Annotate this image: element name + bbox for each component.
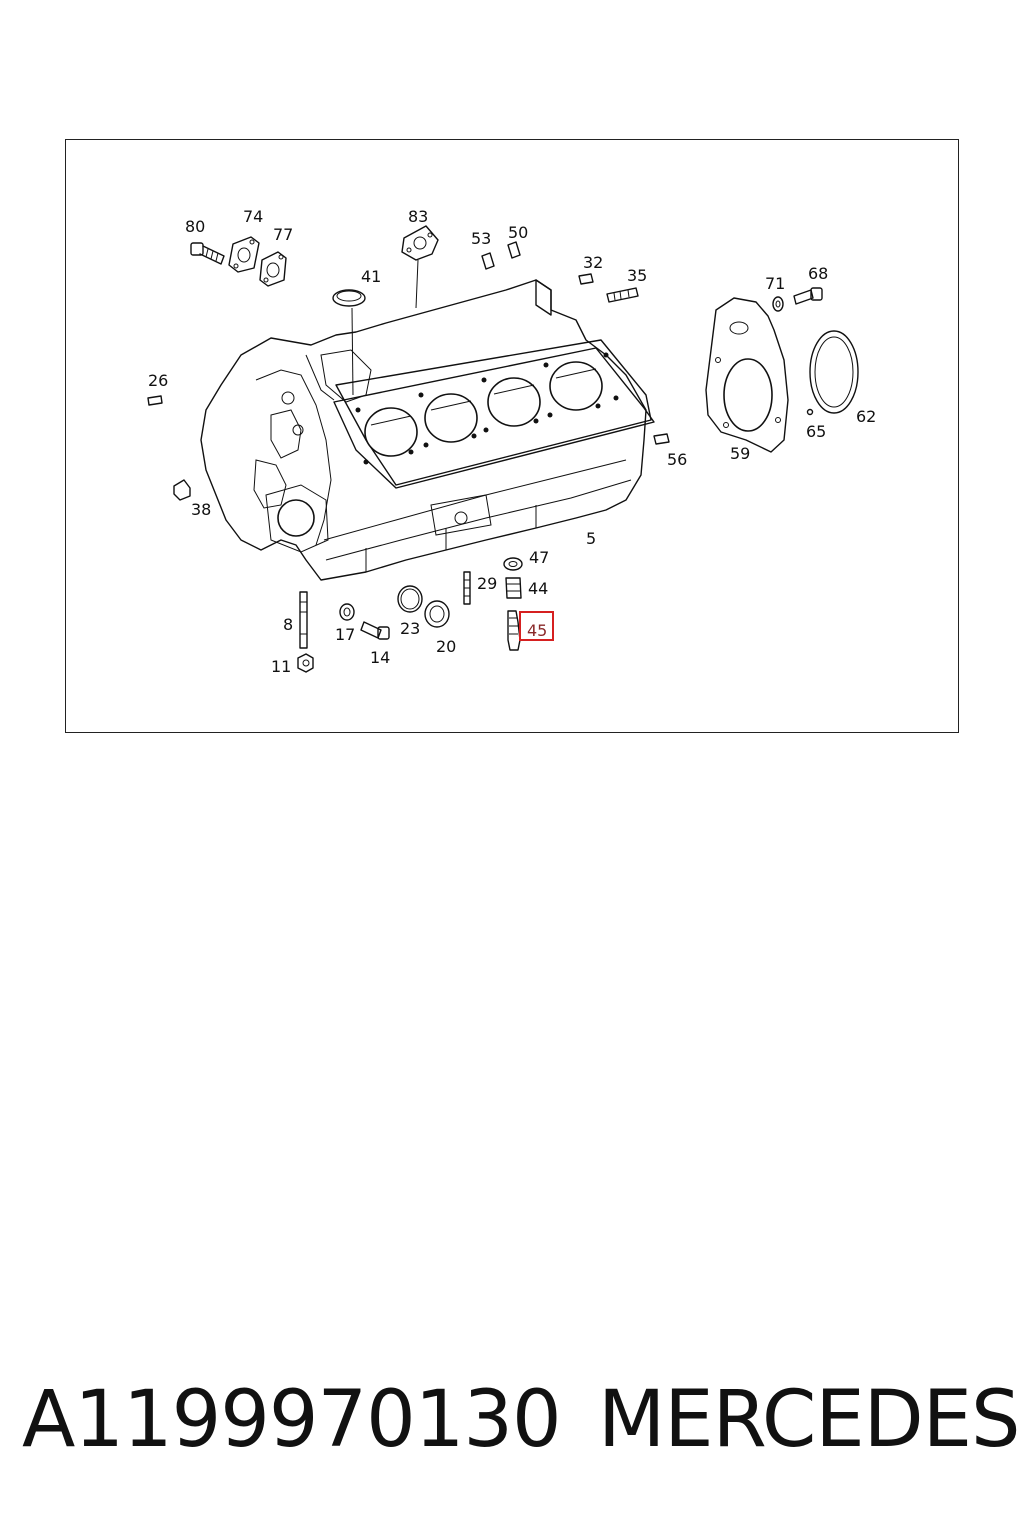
callout-45: 45 [527,621,547,640]
highlight-callout-45[interactable]: 45 [519,611,554,641]
callout-47: 47 [529,548,549,567]
part-44-bushing [505,577,522,599]
callout-83: 83 [408,207,428,226]
part-41-ring [332,289,366,396]
callout-50: 50 [508,223,528,242]
part-11-nut [297,653,314,673]
callout-29: 29 [477,574,497,593]
callout-71: 71 [765,274,785,293]
part-47-washer [503,557,523,571]
callout-14: 14 [370,648,390,667]
part-74-gasket [228,236,260,273]
part-56-pin [653,433,670,445]
callout-41: 41 [361,267,381,286]
part-17-washer [339,603,355,621]
part-38-plug [173,479,191,501]
callout-62: 62 [856,407,876,426]
callout-38: 38 [191,500,211,519]
part-35-stud [606,287,639,303]
part-14-bolt [360,621,390,640]
part-59-cover [705,297,789,453]
engine-block-diagram: 80 74 77 83 53 50 41 32 35 71 68 26 62 6… [147,207,876,676]
callout-32: 32 [583,253,603,272]
part-29-stud [463,571,471,605]
part-26-pin [147,395,163,406]
engine-block [200,279,652,581]
callout-59: 59 [730,444,750,463]
part-23-oring [397,585,423,613]
callout-77: 77 [273,225,293,244]
callout-8: 8 [283,615,293,634]
callout-11: 11 [271,657,291,676]
part-77-gasket [259,251,287,287]
callout-44: 44 [528,579,548,598]
callout-68: 68 [808,264,828,283]
part-65-pin [806,408,814,416]
part-68-bolt [793,287,823,305]
part-50-pin [507,241,521,259]
part-53-pin [481,252,495,270]
callout-labels: 80 74 77 83 53 50 41 32 35 71 68 26 62 6… [148,207,876,676]
parts-diagram-frame: 80 74 77 83 53 50 41 32 35 71 68 26 62 6… [65,139,959,733]
callout-56: 56 [667,450,687,469]
part-number: A1199970130 [22,1375,562,1465]
footer-caption: A1199970130 MERCEDES [0,1370,1024,1470]
callout-17: 17 [335,625,355,644]
brand-name: MERCEDES [598,1375,1020,1465]
callout-74: 74 [243,207,263,226]
callout-53: 53 [471,229,491,248]
part-32-pin [578,273,594,285]
part-80-bolt [190,242,225,265]
callout-35: 35 [627,266,647,285]
callout-20: 20 [436,637,456,656]
part-20-seal [424,600,450,628]
part-8-stud [299,591,308,649]
callout-80: 80 [185,217,205,236]
head-gasket [333,347,655,489]
callout-5: 5 [586,529,596,548]
part-62-seal [809,330,859,414]
callout-23: 23 [400,619,420,638]
part-45-valve [507,610,521,651]
highlight-box [519,611,554,641]
part-71-washer [772,296,784,312]
callout-26: 26 [148,371,168,390]
callout-65: 65 [806,422,826,441]
part-83-cover [401,225,439,309]
